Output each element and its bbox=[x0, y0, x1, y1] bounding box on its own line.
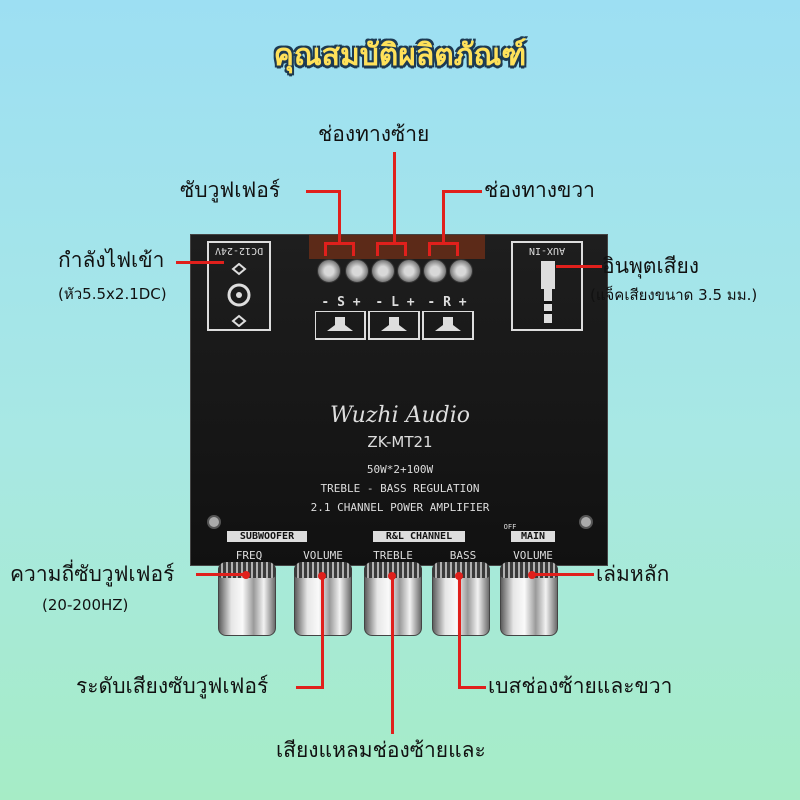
label-bass: เบสช่องซ้ายและขวา bbox=[488, 674, 673, 698]
line-right-channel bbox=[442, 190, 482, 193]
knob-sub-volume-label: VOLUME bbox=[303, 549, 343, 562]
label-power-input-note: (หัว5.5x2.1DC) bbox=[58, 285, 167, 303]
knob-freq-label: FREQ bbox=[235, 549, 263, 562]
line-audio-input bbox=[556, 265, 602, 268]
dot-main-volume bbox=[528, 571, 536, 579]
label-treble: เสียงแหลมช่องซ้ายและ bbox=[276, 738, 486, 762]
label-sub-freq: ความถี่ซับวูฟเฟอร์ bbox=[10, 562, 175, 586]
spec-power: 50W*2+100W bbox=[366, 463, 434, 476]
spec-type: 2.1 CHANNEL POWER AMPLIFIER bbox=[310, 501, 490, 514]
bracket-right-channel bbox=[456, 242, 459, 256]
dot-sub-volume bbox=[318, 572, 326, 580]
terminal-l-minus bbox=[371, 259, 395, 283]
bracket-right-channel bbox=[428, 242, 431, 256]
group-rl-label: R&L CHANNEL bbox=[373, 531, 465, 542]
model-label: ZK-MT21 bbox=[367, 433, 433, 451]
line-treble bbox=[391, 578, 394, 734]
output-l-label: - L + bbox=[375, 295, 415, 310]
group-main-label: MAIN bbox=[511, 531, 555, 542]
line-main-volume bbox=[532, 573, 594, 576]
bracket-left-channel bbox=[404, 242, 407, 256]
line-subwoofer bbox=[338, 190, 341, 244]
amplifier-board: - S + - L + - R + DC12-24V AUX-IN bbox=[190, 234, 608, 566]
line-bass bbox=[458, 578, 461, 688]
label-audio-input: อินพุตเสียง bbox=[602, 254, 700, 278]
bracket-left-channel bbox=[376, 242, 406, 245]
bracket-subwoofer bbox=[352, 242, 355, 256]
line-sub-volume bbox=[296, 686, 324, 689]
dot-sub-freq bbox=[242, 571, 250, 579]
label-right-channel: ช่องทางขวา bbox=[484, 178, 595, 202]
output-r-label: - R + bbox=[427, 295, 467, 310]
bracket-subwoofer bbox=[324, 242, 354, 245]
dc-jack-icon bbox=[227, 263, 251, 327]
off-label: OFF bbox=[503, 523, 517, 531]
terminal-r-minus bbox=[423, 259, 447, 283]
label-audio-input-note: (แจ็คเสียงขนาด 3.5 มม.) bbox=[590, 286, 758, 304]
terminal-l-plus bbox=[397, 259, 421, 283]
corner-screw bbox=[207, 515, 221, 529]
bracket-subwoofer bbox=[324, 242, 327, 256]
label-sub-freq-note: (20-200HZ) bbox=[42, 596, 129, 614]
label-sub-volume: ระดับเสียงซับวูฟเฟอร์ bbox=[76, 674, 269, 698]
label-main-volume: เล่มหลัก bbox=[596, 562, 670, 586]
brand-logo: Wuzhi Audio bbox=[329, 403, 471, 428]
page-title: คุณสมบัติผลิตภัณฑ์ bbox=[273, 38, 527, 73]
knob-main-volume-label: VOLUME bbox=[513, 549, 553, 562]
dc-input-box: DC12-24V bbox=[207, 241, 271, 331]
spec-regulation: TREBLE - BASS REGULATION bbox=[320, 482, 480, 495]
group-subwoofer-label: SUBWOOFER bbox=[227, 531, 307, 542]
output-s-label: - S + bbox=[321, 295, 361, 310]
dot-treble bbox=[388, 572, 396, 580]
knob-bass-label: BASS bbox=[449, 549, 477, 562]
line-sub-freq bbox=[196, 573, 246, 576]
line-right-channel bbox=[442, 190, 445, 244]
audio-jack-icon bbox=[541, 261, 555, 323]
terminal-s-minus bbox=[317, 259, 341, 283]
line-left-channel bbox=[393, 152, 396, 244]
speaker-icons bbox=[315, 311, 474, 340]
dot-bass bbox=[455, 572, 463, 580]
aux-input-box: AUX-IN bbox=[511, 241, 583, 331]
label-left-channel: ช่องทางซ้าย bbox=[318, 122, 430, 146]
terminal-r-plus bbox=[449, 259, 473, 283]
line-bass bbox=[458, 686, 486, 689]
knob-treble-label: TREBLE bbox=[373, 549, 413, 562]
line-power-input bbox=[176, 261, 224, 264]
line-subwoofer bbox=[306, 190, 340, 193]
line-sub-volume bbox=[321, 578, 324, 688]
dc-voltage-label: DC12-24V bbox=[214, 245, 264, 256]
label-power-input: กำลังไฟเข้า bbox=[58, 248, 165, 272]
bracket-left-channel bbox=[376, 242, 379, 256]
corner-screw bbox=[579, 515, 593, 529]
aux-label: AUX-IN bbox=[528, 245, 566, 256]
bracket-right-channel bbox=[428, 242, 458, 245]
label-subwoofer: ซับวูฟเฟอร์ bbox=[180, 178, 281, 202]
terminal-s-plus bbox=[345, 259, 369, 283]
